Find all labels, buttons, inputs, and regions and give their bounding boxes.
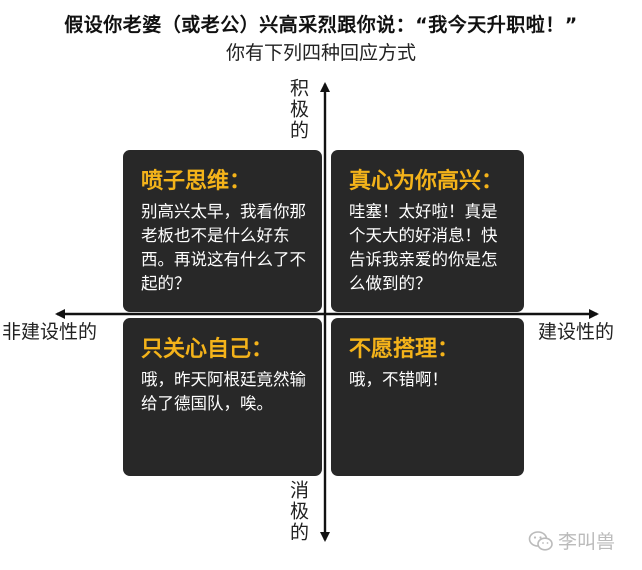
diagram-subtitle: 你有下列四种回应方式 (225, 42, 416, 64)
wechat-icon (528, 530, 553, 551)
quadrant-active-destructive: 喷子思维： 别高兴太早，我看你那老板也不是什么好东西。再说这有什么了不起的？ (123, 150, 322, 312)
quadrant-title: 真心为你高兴： (349, 169, 504, 194)
axis-label-positive: 积极的 (287, 78, 309, 141)
quadrant-active-constructive: 真心为你高兴： 哇塞！太好啦！真是个天大的好消息！快告诉我亲爱的你是怎么做到的？ (331, 150, 524, 312)
quadrant-title: 只关心自己： (141, 337, 274, 362)
quadrant-text: 别高兴太早，我看你那老板也不是什么好东西。再说这有什么了不起的？ (141, 202, 306, 293)
axis-label-constructive: 建设性的 (538, 321, 615, 343)
diagram-title: 假设你老婆（或老公）兴高采烈跟你说：“我今天升职啦！” (64, 14, 578, 36)
watermark-text: 李叫兽 (558, 531, 616, 553)
quadrant-passive-destructive: 只关心自己： 哦，昨天阿根廷竟然输给了德国队，唉。 (123, 318, 322, 476)
axis-label-negative: 消极的 (287, 480, 309, 543)
quadrant-text: 哇塞！太好啦！真是个天大的好消息！快告诉我亲爱的你是怎么做到的？ (349, 202, 498, 293)
watermark: 李叫兽 (528, 527, 615, 554)
axis-label-non-constructive: 非建设性的 (2, 321, 98, 343)
quadrant-passive-constructive: 不愿搭理： 哦，不错啊！ (331, 318, 524, 476)
quadrant-text: 哦，昨天阿根廷竟然输给了德国队，唉。 (141, 370, 306, 413)
quadrant-text: 哦，不错啊！ (349, 370, 448, 389)
quadrant-title: 不愿搭理： (349, 337, 460, 362)
quadrant-title: 喷子思维： (141, 169, 252, 194)
